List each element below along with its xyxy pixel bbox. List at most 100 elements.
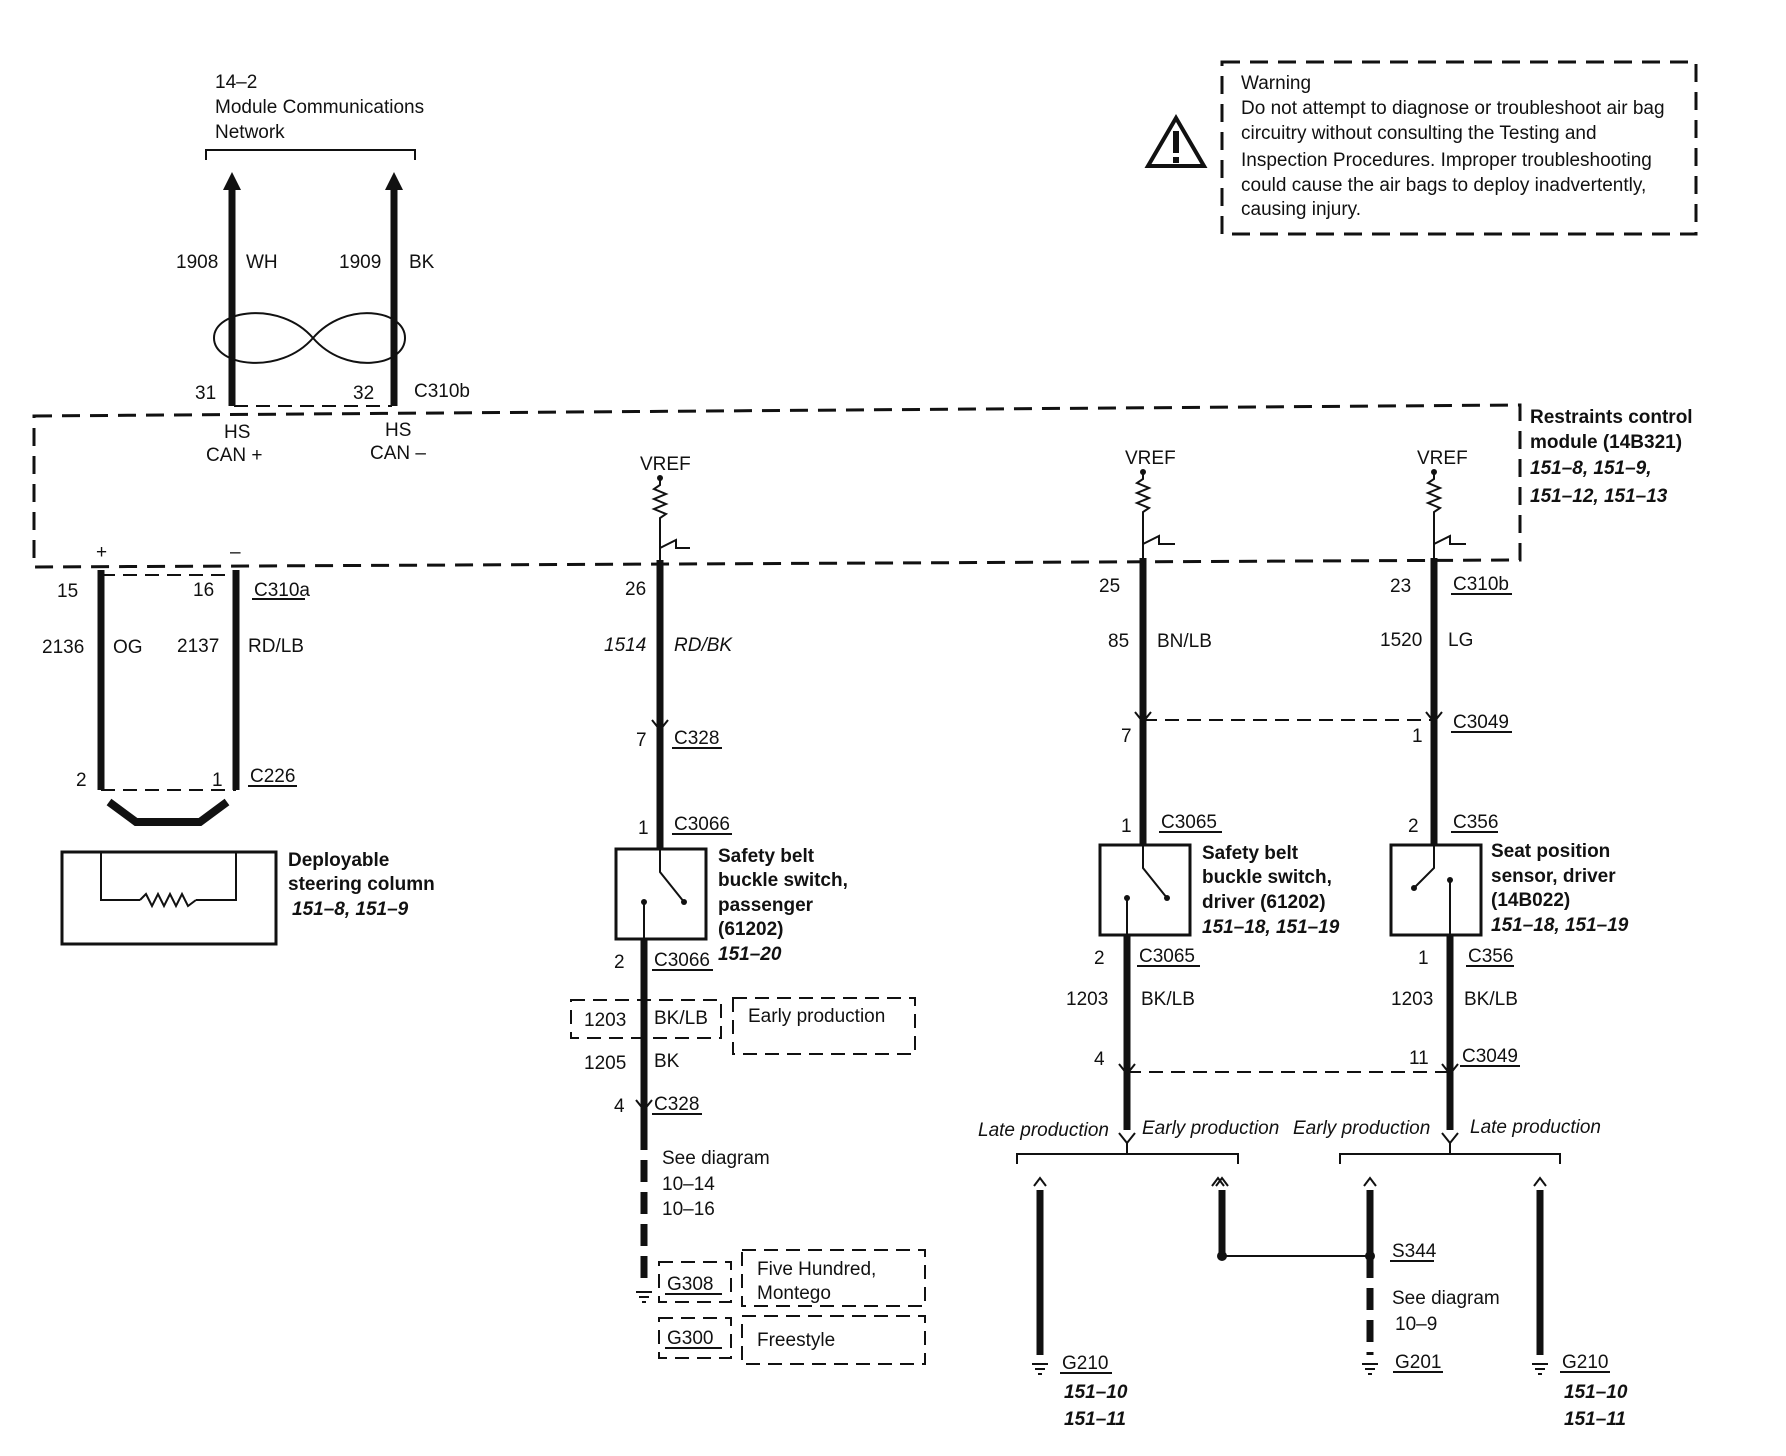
ground-g210: G210	[1562, 1352, 1608, 1373]
ground-ref: 151–11	[1064, 1409, 1126, 1430]
pin-number: 26	[625, 579, 646, 600]
connector-c3049: C3049	[1453, 712, 1509, 733]
connector-c3066-bottom: C3066	[654, 950, 710, 971]
wire-color: BN/LB	[1157, 631, 1212, 652]
see-diagram-ref: 10–16	[662, 1199, 715, 1220]
circuit-number: 1203	[584, 1010, 626, 1031]
wire-color: OG	[113, 637, 143, 658]
twisted-pair-icon	[212, 312, 407, 364]
warning-icon	[1144, 114, 1208, 168]
pin-number: 7	[636, 730, 647, 751]
warning-title: Warning	[1241, 73, 1311, 94]
component-name: steering column	[288, 874, 435, 895]
component-name: (14B022)	[1491, 890, 1570, 911]
module-ref: 151–12, 151–13	[1530, 486, 1668, 507]
ground-icon	[1032, 1363, 1048, 1375]
ground-g300: G300	[667, 1328, 713, 1349]
vref-driver-buckle: VREF	[1125, 448, 1176, 558]
pin-number: 1	[1121, 816, 1132, 837]
g308-box	[658, 1261, 732, 1303]
warning-line: Inspection Procedures. Improper troubles…	[1241, 150, 1652, 171]
pin-number: 4	[614, 1096, 625, 1117]
plus-sign: +	[96, 542, 107, 563]
network-name: Module Communications	[215, 97, 424, 118]
ground-g201: G201	[1395, 1352, 1441, 1373]
warning-line: could cause the air bags to deploy inadv…	[1241, 175, 1646, 196]
driver-buckle-circuit: 25 85 BN/LB 7 1 C3065 Safety belt buckle…	[978, 558, 1450, 1430]
connector-c3049-bottom: C3049	[1462, 1046, 1518, 1067]
warning-line: causing injury.	[1241, 199, 1361, 220]
g308-note-box	[741, 1249, 926, 1307]
component-ref: 151–18, 151–19	[1202, 917, 1340, 938]
connector-c328-bottom: C328	[654, 1094, 699, 1115]
pin-label: HS	[385, 420, 411, 441]
early-production-note-box	[732, 997, 916, 1055]
early-production-wire-box	[570, 999, 722, 1039]
seat-sensor-circuit: 23 C310b 1520 LG 1 C3049 2 C356 Seat pos…	[1211, 558, 1629, 1430]
g300-note: Freestyle	[757, 1330, 835, 1351]
component-name: (61202)	[718, 919, 784, 940]
component-name: Deployable	[288, 850, 389, 871]
wire-color: RD/LB	[248, 636, 304, 657]
switch-icon	[1142, 845, 1168, 899]
minus-sign: –	[230, 542, 241, 563]
late-production-label: Late production	[978, 1120, 1109, 1141]
vref-label: VREF	[640, 454, 691, 475]
warning-line: circuitry without consulting the Testing…	[1241, 123, 1597, 144]
circuit-number: 1203	[1391, 989, 1433, 1010]
circuit-number: 1520	[1380, 630, 1422, 651]
component-ref: 151–20	[718, 944, 782, 965]
connector-c328: C328	[674, 728, 719, 749]
wire-color: BK/LB	[1141, 989, 1195, 1010]
pullup-switch-icon	[1433, 534, 1466, 545]
see-diagram: See diagram	[1392, 1288, 1500, 1309]
see-diagram-ref: 10–9	[1395, 1314, 1437, 1335]
circuit-number: 2136	[42, 637, 84, 658]
connector-c356-bottom: C356	[1468, 946, 1513, 967]
pin-number: 4	[1094, 1049, 1105, 1070]
g300-note-box	[741, 1315, 926, 1365]
module-name: module (14B321)	[1530, 432, 1682, 453]
early-production-note: Early production	[748, 1006, 885, 1027]
component-ref: 151–8, 151–9	[292, 899, 409, 920]
pin-number: 1	[212, 770, 223, 791]
pin-number: 23	[1390, 576, 1411, 597]
see-diagram-ref: 10–14	[662, 1174, 715, 1195]
wire-color: BK	[409, 252, 435, 273]
pin-number: 1	[638, 818, 649, 839]
pin-number: 2	[76, 770, 87, 791]
component-name: sensor, driver	[1491, 866, 1616, 887]
early-production-label: Early production	[1293, 1118, 1430, 1139]
pin-number: 15	[57, 581, 78, 602]
ground-icon	[1362, 1363, 1378, 1375]
connector-c310b: C310b	[1453, 574, 1509, 595]
wire-color: BK/LB	[654, 1008, 708, 1029]
steering-column-circuit: + – 15 16 C310a 2136 OG 2137 RD/LB 2 1 C…	[42, 542, 435, 946]
connector-c356-top: C356	[1453, 812, 1498, 833]
network-label: 14–2 Module Communications Network	[205, 72, 424, 160]
component-name: Seat position	[1491, 841, 1610, 862]
arrow-up-icon	[223, 172, 241, 190]
pin-label: CAN +	[206, 445, 263, 466]
can-wire-1908: 1908 WH 31 HS CAN +	[176, 172, 278, 466]
shorting-bar-icon	[106, 798, 230, 826]
ground-icon	[636, 1291, 652, 1303]
component-name: buckle switch,	[1202, 867, 1332, 888]
vref-passenger: VREF	[640, 454, 691, 560]
pin-number: 1	[1412, 726, 1423, 747]
wire-color: BK	[654, 1051, 680, 1072]
vref-label: VREF	[1125, 448, 1176, 469]
circuit-number: 85	[1108, 631, 1129, 652]
g308-note: Montego	[757, 1283, 831, 1304]
pin-number: 25	[1099, 576, 1120, 597]
wire-color: LG	[1448, 630, 1473, 651]
pin-number: 11	[1409, 1048, 1429, 1069]
wire-color: BK/LB	[1464, 989, 1518, 1010]
pin-number: 16	[193, 580, 214, 601]
wire-color: RD/BK	[674, 635, 733, 656]
network-name-line2: Network	[215, 122, 285, 143]
module-ref: 151–8, 151–9,	[1530, 458, 1652, 479]
see-diagram: See diagram	[662, 1148, 770, 1169]
restraints-control-module-box	[32, 403, 1522, 569]
early-production-label: Early production	[1142, 1118, 1279, 1139]
